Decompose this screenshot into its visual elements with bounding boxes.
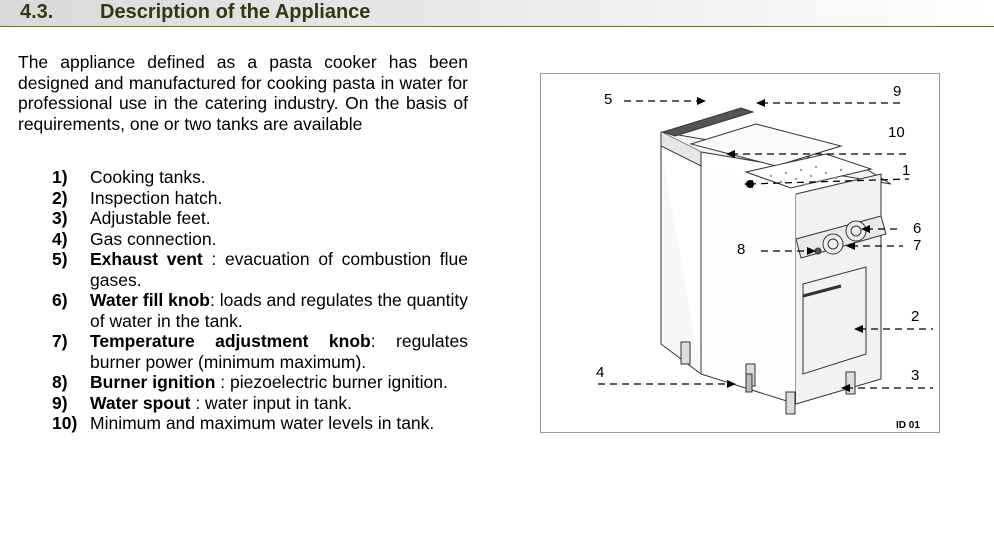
callout-label: 4 bbox=[596, 364, 605, 381]
section-header: 4.3. Description of the Appliance bbox=[0, 0, 994, 27]
item-text: Inspection hatch. bbox=[90, 187, 223, 208]
item-text: : loads and regulates the quantity of wa… bbox=[90, 290, 468, 331]
list-item: 8) Burner ignition : piezoelectric burne… bbox=[52, 372, 468, 393]
item-number: 9) bbox=[52, 392, 68, 413]
item-number: 1) bbox=[52, 167, 68, 187]
item-text: Adjustable feet. bbox=[90, 208, 211, 228]
item-number: 3) bbox=[52, 208, 68, 228]
section-title: Description of the Appliance bbox=[100, 1, 371, 23]
item-text: : evacuation of combustion flue gases. bbox=[90, 249, 468, 290]
item-text: Cooking tanks. bbox=[90, 167, 206, 187]
item-text: : piezoelectric burner ignition. bbox=[215, 372, 448, 392]
callout-label: 1 bbox=[902, 162, 911, 179]
component-list: 1) Cooking tanks. 2) Inspection hatch. 3… bbox=[52, 167, 468, 434]
list-item: 2) Inspection hatch. bbox=[52, 188, 468, 209]
item-number: 8) bbox=[52, 372, 68, 392]
figure-id: ID 01 bbox=[896, 420, 920, 431]
callout-label: 6 bbox=[913, 220, 922, 237]
callout-label: 2 bbox=[911, 308, 920, 325]
list-item: 10) Minimum and maximum water levels in … bbox=[52, 413, 468, 434]
item-number: 10) bbox=[52, 413, 78, 433]
list-item: 1) Cooking tanks. bbox=[52, 167, 468, 188]
list-item: 3) Adjustable feet. bbox=[52, 208, 468, 229]
callout-label: 10 bbox=[888, 124, 905, 141]
pasta-cooker-drawing bbox=[598, 97, 933, 415]
item-text: : regulates burner power (minimum maximu… bbox=[90, 331, 468, 372]
list-item: 9) Water spout : water input in tank. bbox=[52, 393, 468, 414]
callout-label: 9 bbox=[893, 83, 902, 100]
item-term: Exhaust vent bbox=[90, 249, 203, 269]
intro-paragraph: The appliance defined as a pasta cooker … bbox=[18, 52, 468, 134]
item-number: 2) bbox=[52, 187, 68, 208]
list-item: 5) Exhaust vent : evacuation of combusti… bbox=[52, 249, 468, 290]
section-number: 4.3. bbox=[20, 1, 54, 23]
item-term: Water fill knob bbox=[90, 290, 210, 310]
item-number: 6) bbox=[52, 290, 68, 310]
item-term: Water spout bbox=[90, 392, 191, 413]
callout-label: 5 bbox=[604, 91, 613, 108]
item-text: Gas connection. bbox=[90, 228, 217, 249]
item-text: : water input in tank. bbox=[190, 392, 352, 413]
item-term: Burner ignition bbox=[90, 372, 216, 392]
list-item: 6) Water fill knob: loads and regulates … bbox=[52, 290, 468, 331]
item-term: Temperature adjustment knob bbox=[90, 331, 371, 351]
callout-label: 7 bbox=[913, 237, 922, 254]
item-text: Minimum and maximum water levels in tank… bbox=[90, 413, 435, 433]
callout-label: 8 bbox=[737, 241, 746, 258]
item-number: 4) bbox=[52, 228, 68, 249]
appliance-figure: 5 9 10 1 6 7 8 2 4 3 ID 01 bbox=[540, 73, 940, 433]
item-number: 7) bbox=[52, 331, 68, 351]
callout-label: 3 bbox=[911, 367, 920, 384]
list-item: 4) Gas connection. bbox=[52, 229, 468, 250]
item-number: 5) bbox=[52, 249, 68, 269]
list-item: 7) Temperature adjustment knob: regulate… bbox=[52, 331, 468, 372]
